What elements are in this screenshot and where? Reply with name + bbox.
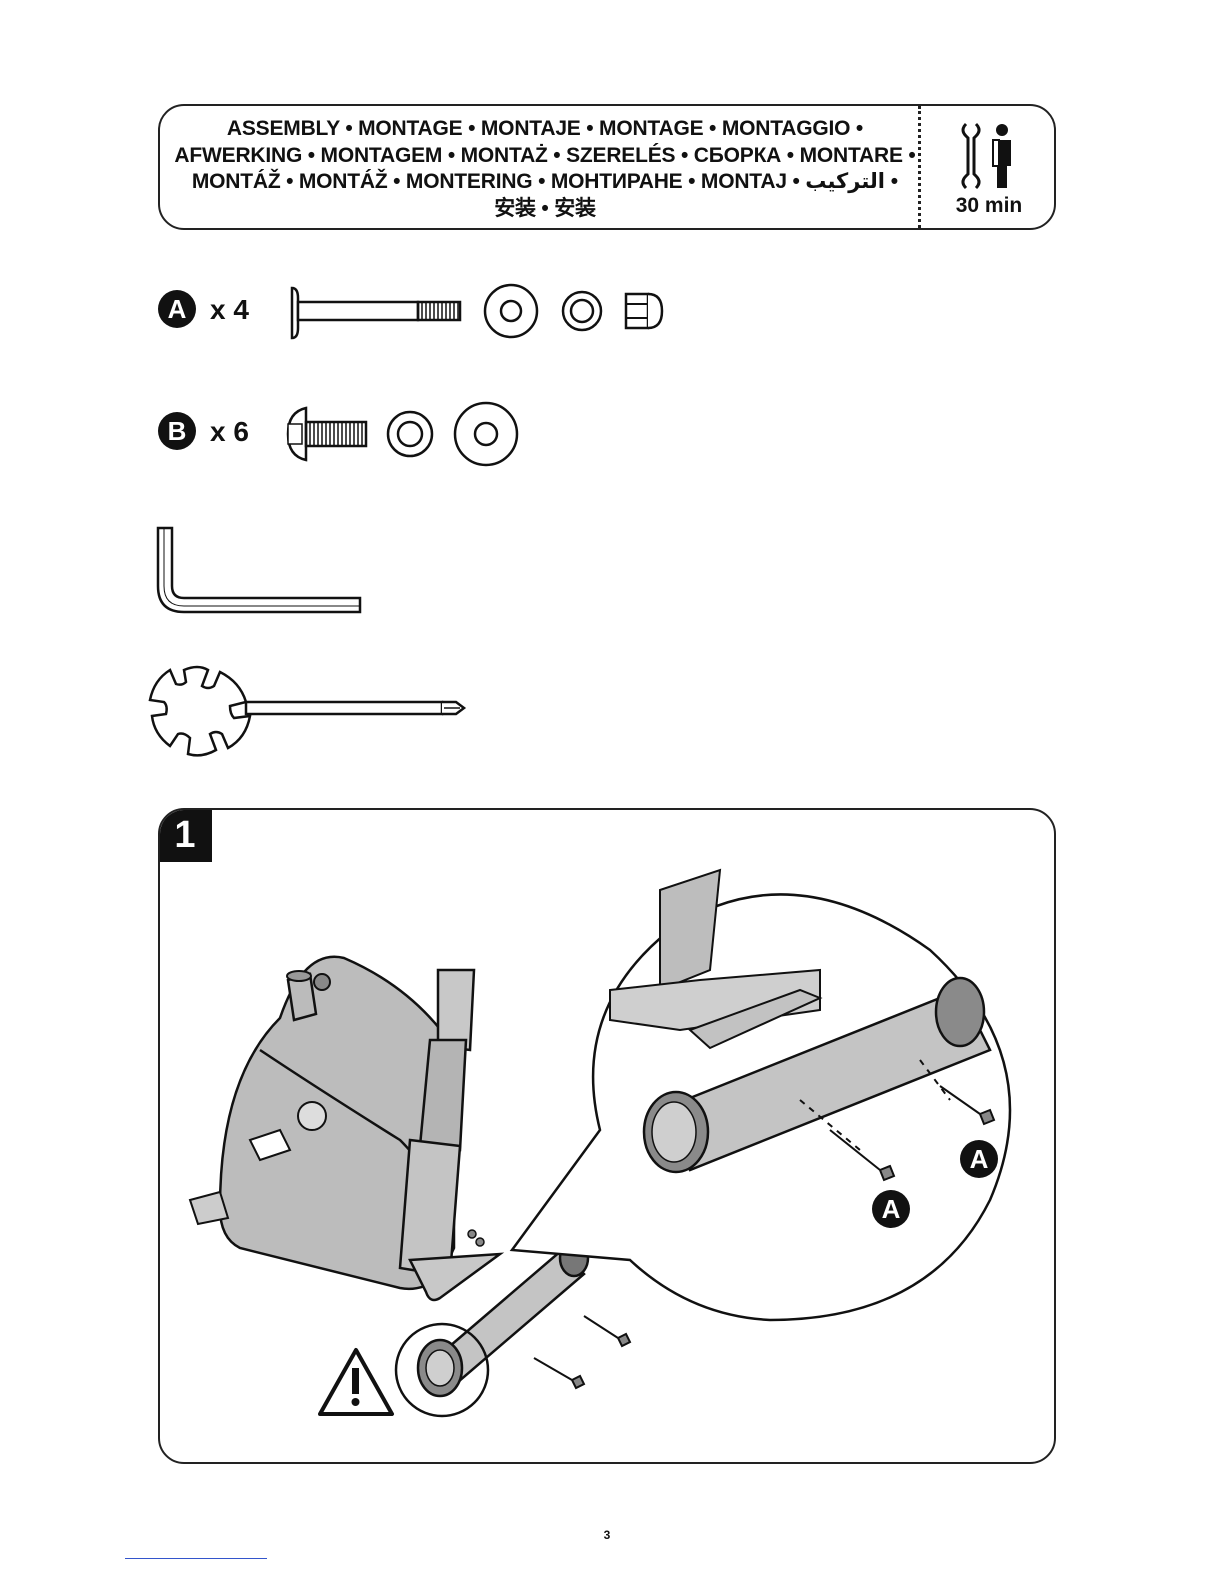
allen-key-icon	[154, 524, 364, 616]
wrench-person-icon	[958, 120, 1028, 192]
step-1-panel: 1	[158, 808, 1056, 1464]
part-quantity-a: x 4	[210, 294, 249, 326]
multi-wrench-screwdriver-icon	[154, 664, 470, 758]
bike-frame-illustration	[160, 810, 1056, 1464]
header-line-4: 安装 • 安装	[170, 196, 920, 223]
part-letter-b: B	[158, 412, 196, 450]
part-quantity-b: x 6	[210, 416, 249, 448]
header-line-1: ASSEMBLY • MONTAGE • MONTAJE • MONTAGE •…	[170, 116, 920, 143]
assembly-time: 30 min	[944, 194, 1034, 218]
callout-label-a-left: A	[872, 1190, 910, 1228]
assembly-title-multilingual: ASSEMBLY • MONTAGE • MONTAJE • MONTAGE •…	[170, 116, 920, 222]
header-line-3: MONTÁŽ • MONTÁŽ • MONTERING • МОНТИРАНЕ …	[170, 169, 920, 196]
callout-label-a-right: A	[960, 1140, 998, 1178]
screw-washer-set-b-icon	[282, 400, 522, 468]
page-number: 3	[592, 1528, 622, 1542]
part-letter-a: A	[158, 290, 196, 328]
footer-rule	[125, 1558, 267, 1559]
header-line-2: AFWERKING • MONTAGEM • MONTAŻ • SZERELÉS…	[170, 143, 920, 170]
bolt-washer-nut-set-a-icon	[288, 284, 668, 342]
header-divider	[918, 106, 921, 228]
assembly-header: ASSEMBLY • MONTAGE • MONTAJE • MONTAGE •…	[158, 104, 1056, 230]
